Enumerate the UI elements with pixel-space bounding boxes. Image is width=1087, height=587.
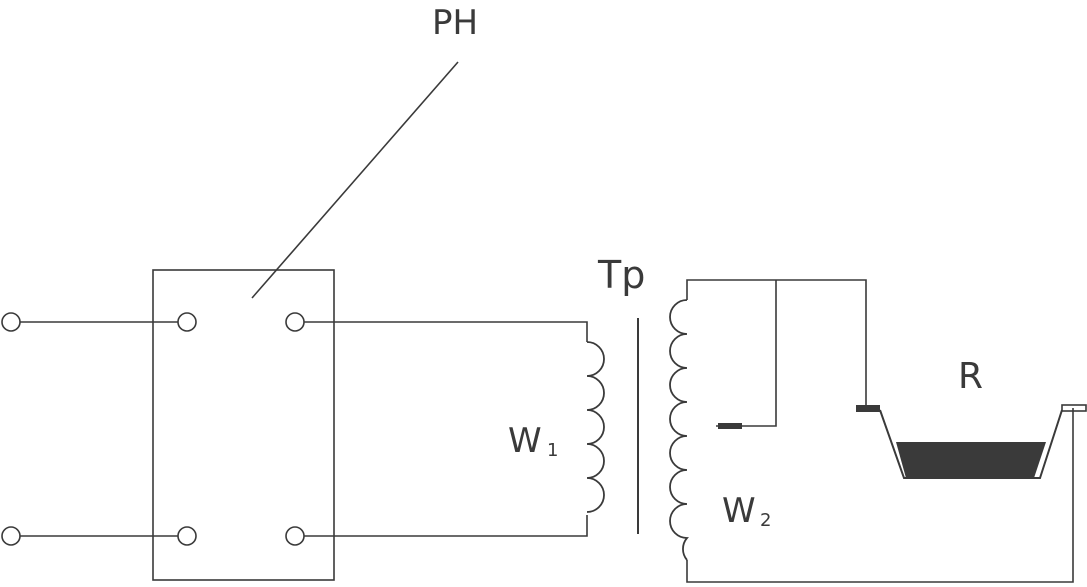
secondary-tap-slider: [718, 423, 742, 429]
primary-lead-top: [304, 321, 588, 342]
primary-winding-label: W 1: [508, 421, 558, 461]
transformer-label: Tp: [597, 253, 645, 297]
regulator-output-terminal-top: [285, 312, 305, 332]
bath-label: R: [958, 356, 983, 397]
regulator-output-terminal-bottom: [285, 526, 305, 546]
primary-winding-index: 1: [547, 440, 558, 461]
secondary-winding-letter: W: [722, 491, 756, 531]
regulator-label: PH: [432, 3, 478, 43]
secondary-winding-index: 2: [760, 510, 771, 531]
supply-terminal-top: [1, 312, 21, 332]
secondary-bottom-lead: [686, 408, 1074, 583]
secondary-winding: [669, 299, 689, 561]
secondary-tap-lead: [716, 280, 777, 427]
primary-lead-bottom: [304, 515, 588, 537]
regulator-input-terminal-bottom: [177, 526, 197, 546]
supply-terminal-bottom: [1, 526, 21, 546]
secondary-winding-label: W 2: [722, 491, 771, 531]
bath-liquid: [896, 442, 1046, 478]
electrode-left: [856, 405, 880, 412]
regulator-leader-line: [251, 61, 459, 299]
regulator-input-terminal-top: [177, 312, 197, 332]
primary-winding-letter: W: [508, 421, 542, 461]
regulator-box: [152, 269, 335, 581]
electrode-right: [1061, 404, 1087, 412]
primary-winding: [586, 341, 605, 513]
